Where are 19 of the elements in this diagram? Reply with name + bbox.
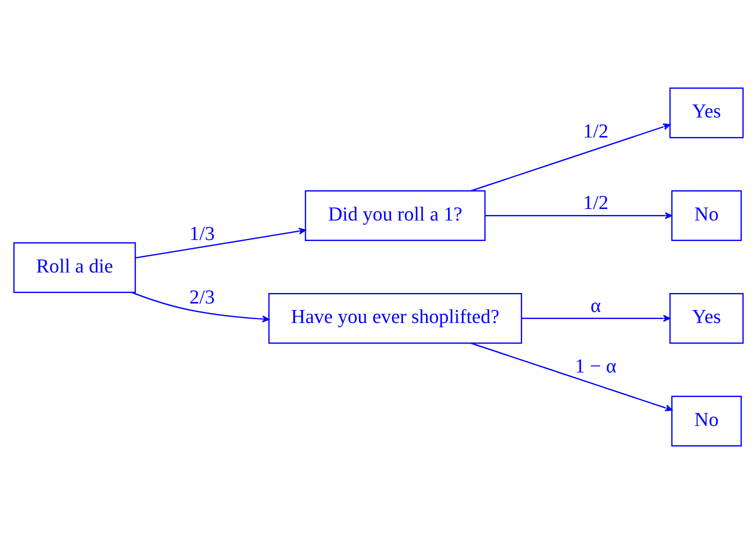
node-box: Yes [668,293,744,344]
arrow [130,292,269,322]
edge-label: 1/2 [582,120,608,142]
edge-label: α [590,294,600,317]
edge-label: 1/2 [582,192,608,214]
node-box: No [670,396,742,446]
node-box: Yes [668,88,744,138]
node-box: Have you ever shoplifted? [268,293,522,344]
node-box: Roll a die [12,242,136,293]
edge-label: 1/3 [188,223,214,246]
arrow [470,342,672,412]
arrow [470,123,670,192]
edge-label: 2/3 [188,286,214,308]
edge-label: 1 − α [574,356,616,378]
arrow [521,314,670,322]
node-box: Did you roll a 1? [304,190,486,241]
arrow [134,228,306,259]
arrow [484,212,672,220]
node-box: No [670,190,742,241]
